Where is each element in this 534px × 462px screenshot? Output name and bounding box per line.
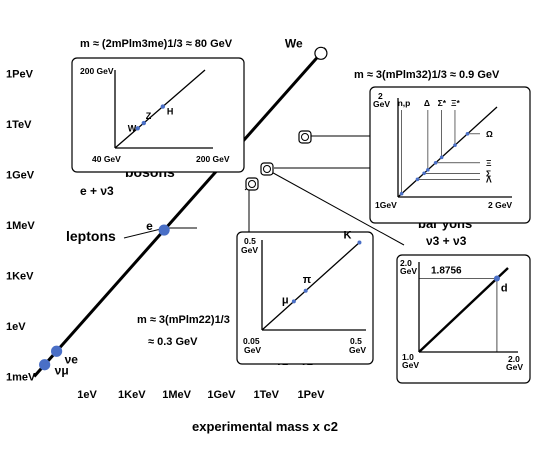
y-tick-1kev: 1KeV [6, 271, 34, 283]
point-label-we: We [285, 36, 303, 50]
x-tick-1tev: 1TeV [253, 389, 279, 401]
nuclei-point-label: d [501, 282, 508, 294]
meson-label-x: π [303, 274, 312, 286]
baryons-x-tick-0: 1GeV [375, 200, 397, 210]
meson-point-k [357, 240, 362, 245]
y-tick-1pev: 1PeV [6, 69, 34, 81]
inset-marker-dot-2 [301, 133, 309, 141]
baryon-point-2 [422, 171, 426, 176]
bosons-x-tick-1: 200 GeV [196, 154, 230, 164]
x-tick-1kev: 1KeV [118, 389, 146, 401]
right-formula: m ≈ 3(mPlm32)1/3 ≈ 0.9 GeV [354, 69, 500, 81]
baryon-point-0 [399, 191, 404, 196]
point-we [314, 46, 328, 60]
baryon-point-7 [465, 132, 470, 136]
mesons-x-tick-1: 0.5 [350, 336, 362, 346]
nuclei-y-tick-0-gev: GeV [400, 266, 417, 276]
point-label-e: νe [65, 352, 79, 366]
boson-label-h: H [167, 107, 174, 117]
x-axis-label: experimental mass x c2 [192, 419, 338, 434]
nuclei-value-label: 1.8756 [431, 265, 462, 276]
bosons-y-tick: 200 GeV [80, 66, 114, 76]
y-tick-1mev: 1MeV [6, 220, 35, 232]
x-tick-1pev: 1PeV [298, 389, 326, 401]
bosons-nu-label: e + ν3 [80, 184, 114, 198]
center-formula: m ≈ 3(mPlm22)1/3 [137, 314, 230, 326]
mesons-x-tick-1-gev: GeV [349, 345, 366, 355]
baryons-nu-label: ν3 + ν3 [426, 234, 467, 248]
baryon-point-5 [439, 155, 444, 160]
baryons-y-tick-gev: GeV [373, 99, 390, 109]
center-formula-value: ≈ 0.3 GeV [148, 336, 198, 348]
baryon-point-3 [426, 168, 430, 172]
x-tick-1mev: 1MeV [162, 389, 191, 401]
baryon-level-3: Λ [486, 174, 492, 184]
point-e [158, 224, 170, 236]
y-tick-1tev: 1TeV [6, 119, 32, 131]
mesons-y-tick-1-gev: GeV [244, 345, 261, 355]
boson-label-w: W [128, 123, 137, 133]
nuclei-y-tick-0: 2.0 [400, 258, 412, 268]
baryon-level-1: Σ [486, 168, 491, 178]
x-tick-1gev: 1GeV [207, 389, 236, 401]
mesons-y-tick-1: 0.05 [243, 336, 260, 346]
baryon-point-4 [433, 161, 438, 165]
baryons-diagonal [397, 106, 498, 198]
nuclei-y-tick-1-gev: GeV [402, 360, 419, 370]
inset-markers [245, 130, 312, 191]
boson-point-z [141, 120, 146, 126]
boson-point-w [135, 126, 140, 131]
point-label-e: e [146, 219, 153, 233]
inset-marker-dot-0 [248, 180, 256, 188]
baryon-top-label-2: Σ* [438, 98, 447, 108]
y-tick-1mev: 1meV [6, 372, 36, 384]
bosons-diagonal [114, 69, 206, 149]
baryons-inset [369, 86, 531, 224]
bosons-x-tick-0: 40 GeV [92, 154, 121, 164]
y-tick-1ev: 1eV [6, 321, 26, 333]
inset-marker-dot-1 [263, 165, 271, 173]
boson-point-h [160, 104, 166, 109]
nuclei-diagonal [418, 267, 509, 353]
meson-label-k: K [343, 229, 351, 241]
baryons-x-tick-1: 2 GeV [488, 200, 512, 210]
mesons-y-tick-0: 0.5 [244, 236, 256, 246]
nuclei-x-tick-1-gev: GeV [506, 362, 523, 372]
baryon-level-0: Ω [486, 129, 493, 139]
baryon-top-label-1: Δ [424, 98, 430, 108]
main-diagonal-line [33, 47, 327, 378]
baryon-point-6 [453, 143, 457, 148]
top-formula: m ≈ (2mPlm3me)1/3 ≈ 80 GeV [80, 38, 233, 50]
nuclei-y-tick-1: 1.0 [402, 352, 414, 362]
y-tick-1gev: 1GeV [6, 170, 35, 182]
nuclei-point [493, 275, 500, 282]
mesons-diagonal [261, 241, 361, 331]
baryon-top-label-0: n,p [398, 98, 411, 108]
boson-label-z: Z [146, 111, 152, 121]
mesons-y-tick-0-gev: GeV [241, 245, 258, 255]
point-x [39, 359, 51, 371]
nuclei-x-tick-1: 2.0 [508, 354, 520, 364]
point-e [50, 345, 63, 357]
meson-point-x [303, 288, 308, 293]
point-label-x: νμ [55, 364, 69, 378]
baryon-point-1 [415, 177, 420, 182]
baryon-top-label-3: Ξ* [451, 98, 460, 108]
meson-label-x: μ [282, 294, 289, 306]
baryons-y-tick-2: 2 [378, 91, 383, 101]
x-tick-1ev: 1eV [77, 389, 97, 401]
main-axis-ticks: 1eV 1KeV 1MeV 1GeV 1TeV 1PeV 1PeV 1TeV 1GeV 1MeV 1… [6, 69, 325, 402]
mesons-inset [236, 231, 374, 365]
meson-point-x [291, 299, 296, 304]
baryon-level-2: Ξ [486, 158, 492, 168]
leptons-label: leptons [66, 228, 116, 244]
